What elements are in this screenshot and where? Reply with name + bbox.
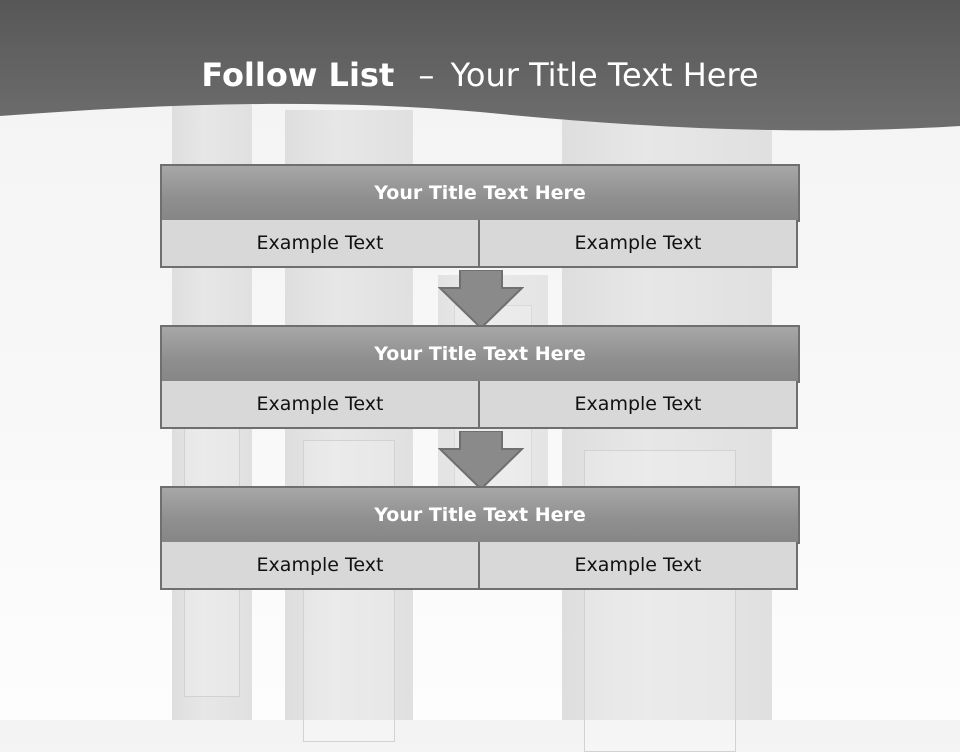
header-band <box>0 0 960 131</box>
step-3-title: Your Title Text Here <box>160 486 800 544</box>
step-3-right-cell: Example Text <box>478 542 798 590</box>
step-1-right-cell: Example Text <box>478 220 798 268</box>
step-1-title: Your Title Text Here <box>160 164 800 222</box>
step-block-3: Your Title Text Here Example Text Exampl… <box>160 486 800 592</box>
slide-title-rest: Your Title Text Here <box>450 56 759 94</box>
step-block-2: Your Title Text Here Example Text Exampl… <box>160 325 800 433</box>
step-3-left-cell: Example Text <box>160 542 480 590</box>
slide-title-separator: – <box>418 56 435 94</box>
step-block-1: Your Title Text Here Example Text Exampl… <box>160 164 800 272</box>
step-2-title: Your Title Text Here <box>160 325 800 383</box>
step-2-right-cell: Example Text <box>478 381 798 429</box>
step-1-left-cell: Example Text <box>160 220 480 268</box>
step-2-left-cell: Example Text <box>160 381 480 429</box>
down-arrow-2 <box>438 431 524 491</box>
slide-title: Follow List – Your Title Text Here <box>0 54 960 96</box>
slide-title-bold: Follow List <box>201 56 395 94</box>
down-arrow-1 <box>438 270 524 330</box>
